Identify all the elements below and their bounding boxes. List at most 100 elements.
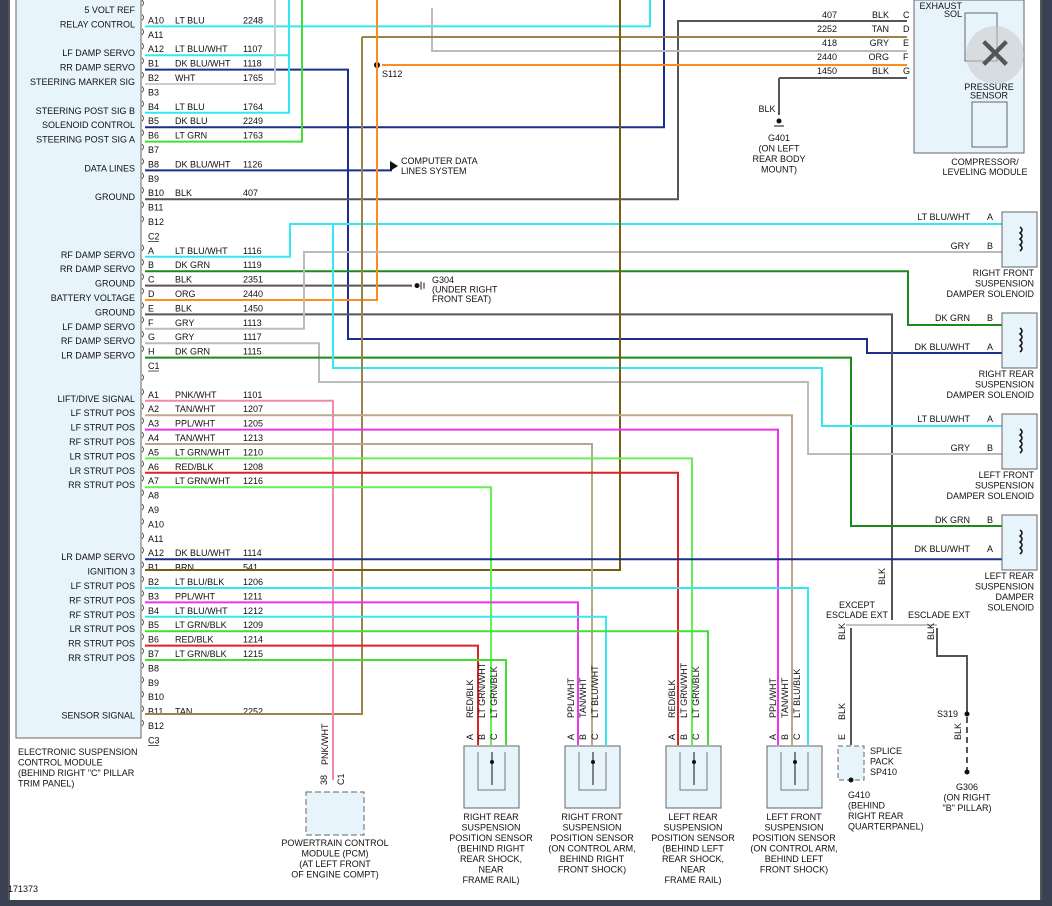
- pin-label: D: [148, 289, 155, 299]
- terminal-icon: [141, 42, 144, 50]
- circuit-number: 407: [243, 188, 258, 198]
- wire-color-label: PPL/WHT: [175, 591, 216, 601]
- circuit-number: 1101: [243, 390, 262, 400]
- ground-g306-label: (ON RIGHT: [944, 793, 991, 803]
- pin-label: A: [148, 246, 154, 256]
- module-label: (BEHIND RIGHT "C" PILLAR: [18, 768, 135, 778]
- g401-wire-label: BLK: [758, 104, 775, 114]
- wire-color-label: PPL/WHT: [175, 419, 216, 429]
- pcm-wire-label: PNK/WHT: [320, 723, 330, 765]
- terminal-icon: [141, 86, 144, 93]
- sensor-pin-label: B: [679, 734, 689, 740]
- sensor-wire-label: RED/BLK: [465, 679, 475, 718]
- exhaust-sol-label: EXHAUST: [919, 1, 962, 11]
- pcm-label: MODULE (PCM): [302, 849, 369, 859]
- resistor-icon: [578, 752, 607, 791]
- pin-signal-label: GROUND: [95, 307, 135, 317]
- terminal-icon: [141, 186, 144, 194]
- bottom-toolbar: [0, 900, 1052, 906]
- pcm-label: POWERTRAIN CONTROL: [281, 838, 388, 848]
- ground-g410-label: G410: [848, 790, 870, 800]
- circuit-number: 1107: [243, 44, 262, 54]
- wire-1116: [145, 223, 1010, 258]
- terminal-icon: [141, 316, 144, 324]
- wire-1113: [145, 251, 1010, 330]
- wire-color-label: LT BLU/WHT: [175, 246, 228, 256]
- compressor-circuit-number: 418: [822, 38, 837, 48]
- pin-signal-label: LF STRUT POS: [71, 408, 135, 418]
- terminal-icon: [141, 532, 144, 540]
- branch-wire-label: BLK: [926, 623, 936, 640]
- compressor-pin-label: C: [903, 10, 910, 20]
- circuit-number: 541: [243, 563, 258, 573]
- diagram-id: 171373: [8, 884, 39, 894]
- circuit-number: 1115: [243, 347, 262, 357]
- sensor-pin-label: C: [691, 733, 701, 740]
- pin-label: B8: [148, 663, 159, 673]
- terminal-icon: [141, 604, 144, 612]
- pcm-box: [305, 791, 365, 836]
- sensor-wire-label: PPL/WHT: [768, 677, 778, 718]
- pin-label: A4: [148, 433, 159, 443]
- wire-1215: [145, 659, 507, 745]
- resistor-icon: [477, 752, 506, 791]
- pressure-sensor-box: [971, 101, 1008, 148]
- wire-color-label: LT BLU: [175, 102, 205, 112]
- circuit-number: 2252: [243, 707, 263, 717]
- terminal-icon: [141, 503, 144, 511]
- compressor-wire-color: TAN: [872, 24, 889, 34]
- pressure-sensor-label: SENSOR: [970, 91, 1009, 101]
- wire-color-label: WHT: [175, 73, 196, 83]
- wire-1117: [145, 342, 1010, 455]
- pin-label: E: [148, 303, 154, 313]
- circuit-number: 1114: [243, 548, 262, 558]
- pin-label: A3: [148, 419, 159, 429]
- solenoid-pin-label: A: [987, 212, 993, 222]
- ground-g410-label: (BEHIND: [848, 801, 886, 811]
- terminal-icon: [141, 71, 144, 79]
- pin-label: B11: [148, 707, 163, 717]
- pin-label: A11: [148, 534, 163, 544]
- pin-label: A10: [148, 519, 164, 529]
- terminal-icon: [141, 705, 144, 712]
- sensor-label: REAR SHOCK,: [662, 854, 724, 864]
- sensor-label: BEHIND LEFT: [765, 854, 824, 864]
- pin-label: B4: [148, 606, 159, 616]
- pin-label: A8: [148, 491, 159, 501]
- wiper-dot: [793, 760, 797, 764]
- compressor-pin-label: F: [903, 52, 909, 62]
- wire-1210: [145, 457, 693, 745]
- pin-signal-label: RF DAMP SERVO: [61, 250, 135, 260]
- circuit-number: 1206: [243, 577, 263, 587]
- sensor-wire-label: LT BLU/BLK: [792, 669, 802, 718]
- solenoid-label: DAMPER SOLENOID: [946, 390, 1034, 400]
- module-label: CONTROL MODULE: [18, 758, 103, 768]
- pin-signal-label: LIFT/DIVE SIGNAL: [57, 394, 135, 404]
- ground-g410-label: RIGHT REAR: [848, 811, 904, 821]
- sensor-pin-label: B: [578, 734, 588, 740]
- ground-g304-label: (UNDER RIGHT: [432, 285, 498, 295]
- sensor-pin-label: C: [489, 733, 499, 740]
- circuit-number: 2440: [243, 289, 263, 299]
- solenoid-wire-label: DK BLU/WHT: [914, 544, 970, 554]
- wire-color-label: DK BLU: [175, 116, 208, 126]
- pin-signal-label: LR DAMP SERVO: [61, 552, 135, 562]
- sensor-label: LEFT REAR: [668, 812, 718, 822]
- resistor-icon: [780, 752, 809, 791]
- pcm-label: OF ENGINE COMPT): [291, 870, 379, 880]
- sensor-label: (BEHIND LEFT: [662, 844, 724, 854]
- wire-color-label: BLK: [175, 188, 192, 198]
- pin-signal-label: 5 VOLT REF: [84, 5, 135, 15]
- module-label: TRIM PANEL): [18, 779, 74, 789]
- solenoid-pin-label: B: [987, 241, 993, 251]
- terminal-icon: [141, 460, 144, 468]
- pin-label: A12: [148, 44, 164, 54]
- pin-label: F: [148, 318, 154, 328]
- data-lines-label: LINES SYSTEM: [401, 166, 467, 176]
- circuit-number: 1213: [243, 433, 263, 443]
- terminal-icon: [141, 345, 144, 352]
- sensor-pin-label: A: [768, 734, 778, 740]
- ground-g401-label: REAR BODY: [752, 154, 805, 164]
- terminal-icon: [141, 590, 144, 597]
- close-button[interactable]: ✕: [966, 26, 1024, 84]
